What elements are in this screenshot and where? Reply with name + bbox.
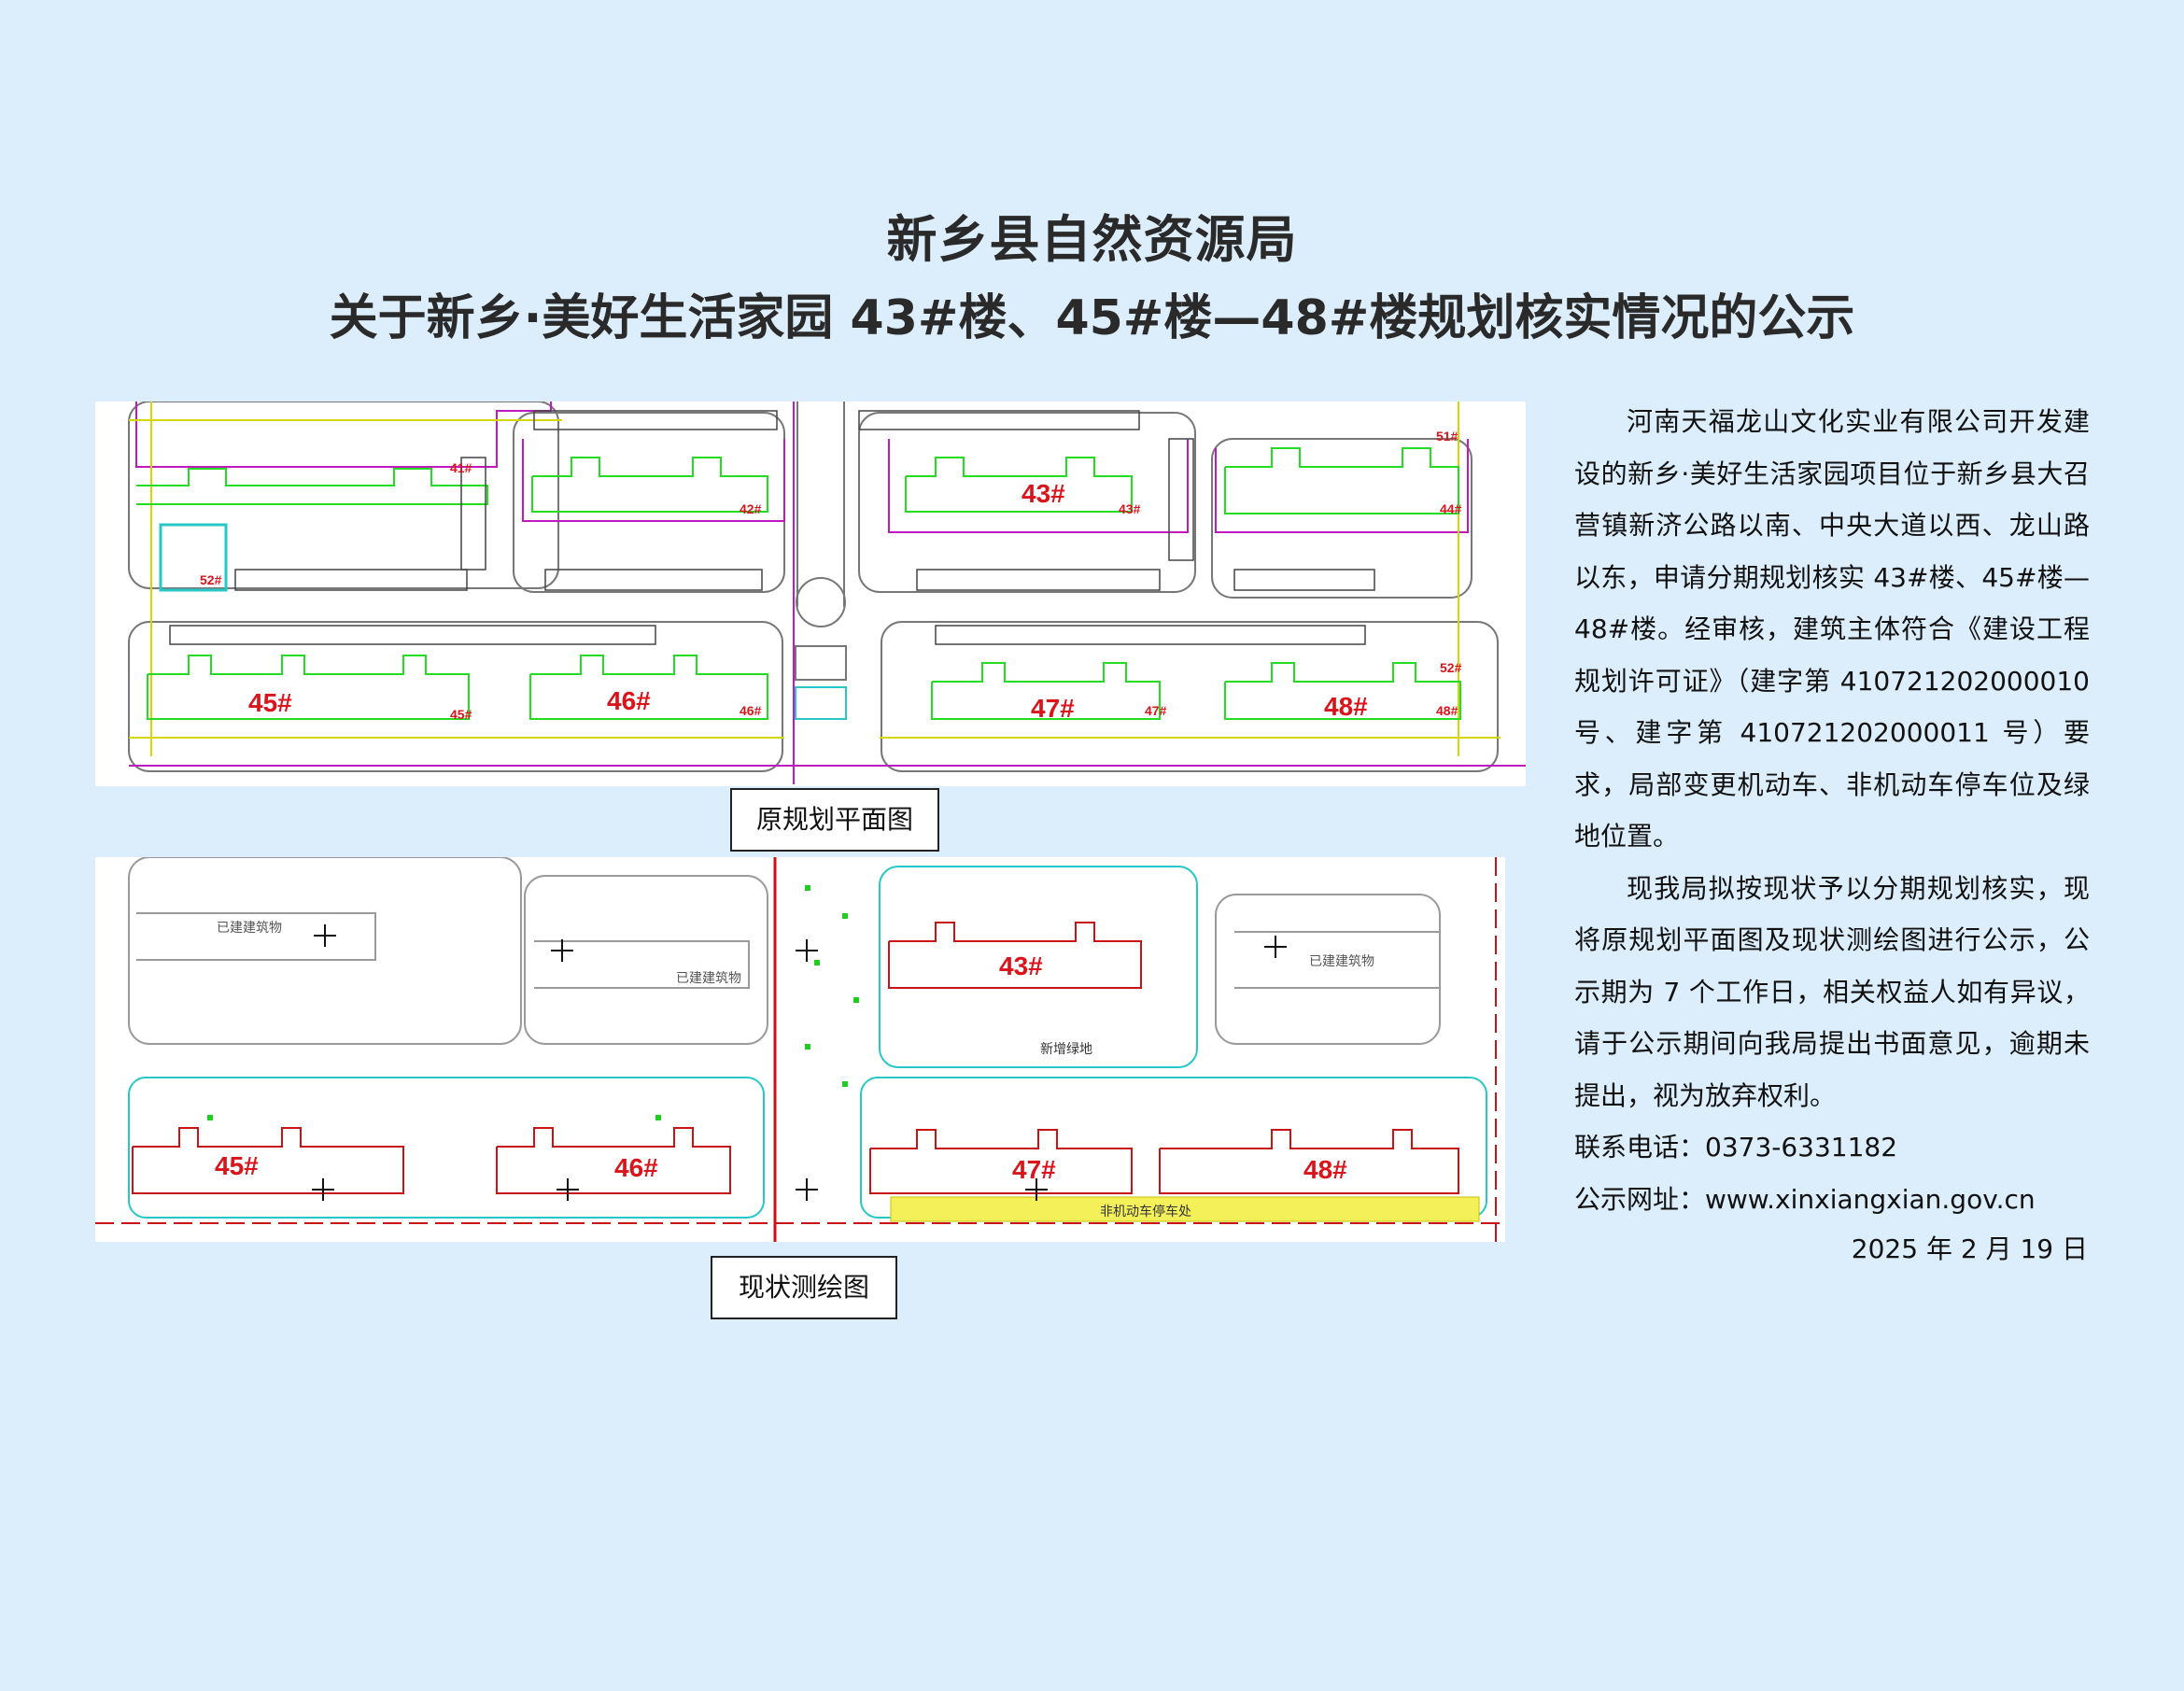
- svg-text:43#: 43#: [1119, 501, 1141, 516]
- bike-parking-note: 非机动车停车处: [1100, 1204, 1191, 1219]
- survey-caption: 现状测绘图: [711, 1256, 897, 1319]
- svg-text:43#: 43#: [1022, 479, 1065, 508]
- svg-text:42#: 42#: [740, 501, 762, 516]
- survey-drawing: 43# 45# 46# 47# 48# 已建建筑物 已建建筑物 已建建筑物 新增…: [95, 857, 1505, 1242]
- existing-building-note-2: 已建建筑物: [676, 971, 741, 986]
- svg-text:43#: 43#: [999, 951, 1043, 980]
- contact-phone: 联系电话：0373-6331182: [1574, 1132, 1898, 1163]
- svg-text:47#: 47#: [1031, 694, 1075, 723]
- notice-body: 河南天福龙山文化实业有限公司开发建设的新乡·美好生活家园项目位于新乡县大召营镇新…: [1574, 396, 2090, 1225]
- svg-text:47#: 47#: [1012, 1155, 1056, 1184]
- page-subtitle: 关于新乡·美好生活家园 43#楼、45#楼—48#楼规划核实情况的公示: [329, 290, 1855, 346]
- green-area-note: 新增绿地: [1040, 1042, 1092, 1057]
- notice-paragraph-2: 现我局拟按现状予以分期规划核实，现将原规划平面图及现状测绘图进行公示，公示期为 …: [1574, 872, 2090, 1111]
- original-plan-caption: 原规划平面图: [730, 788, 939, 852]
- svg-text:48#: 48#: [1324, 692, 1368, 721]
- svg-text:45#: 45#: [248, 688, 292, 717]
- svg-text:51#: 51#: [1436, 429, 1458, 444]
- svg-text:47#: 47#: [1145, 703, 1167, 718]
- notice-date: 2025 年 2 月 19 日: [1851, 1233, 2088, 1264]
- svg-text:46#: 46#: [607, 686, 651, 715]
- svg-text:41#: 41#: [450, 460, 472, 475]
- svg-text:46#: 46#: [614, 1153, 658, 1182]
- svg-text:48#: 48#: [1436, 703, 1458, 718]
- svg-text:45#: 45#: [215, 1151, 259, 1180]
- svg-text:52#: 52#: [1440, 660, 1462, 675]
- svg-text:45#: 45#: [450, 707, 472, 722]
- svg-text:46#: 46#: [740, 703, 762, 718]
- svg-text:44#: 44#: [1440, 501, 1462, 516]
- existing-building-note: 已建建筑物: [217, 921, 282, 936]
- svg-text:52#: 52#: [200, 572, 222, 587]
- svg-text:48#: 48#: [1303, 1155, 1347, 1184]
- page-title: 新乡县自然资源局: [886, 210, 1298, 269]
- original-plan-drawing: 43# 45# 46# 47# 48# 41# 42# 43# 44# 51# …: [95, 402, 1526, 786]
- contact-website[interactable]: 公示网址：www.xinxiangxian.gov.cn: [1574, 1183, 2036, 1215]
- existing-building-note-3: 已建建筑物: [1309, 954, 1374, 969]
- notice-paragraph-1: 河南天福龙山文化实业有限公司开发建设的新乡·美好生活家园项目位于新乡县大召营镇新…: [1574, 406, 2090, 852]
